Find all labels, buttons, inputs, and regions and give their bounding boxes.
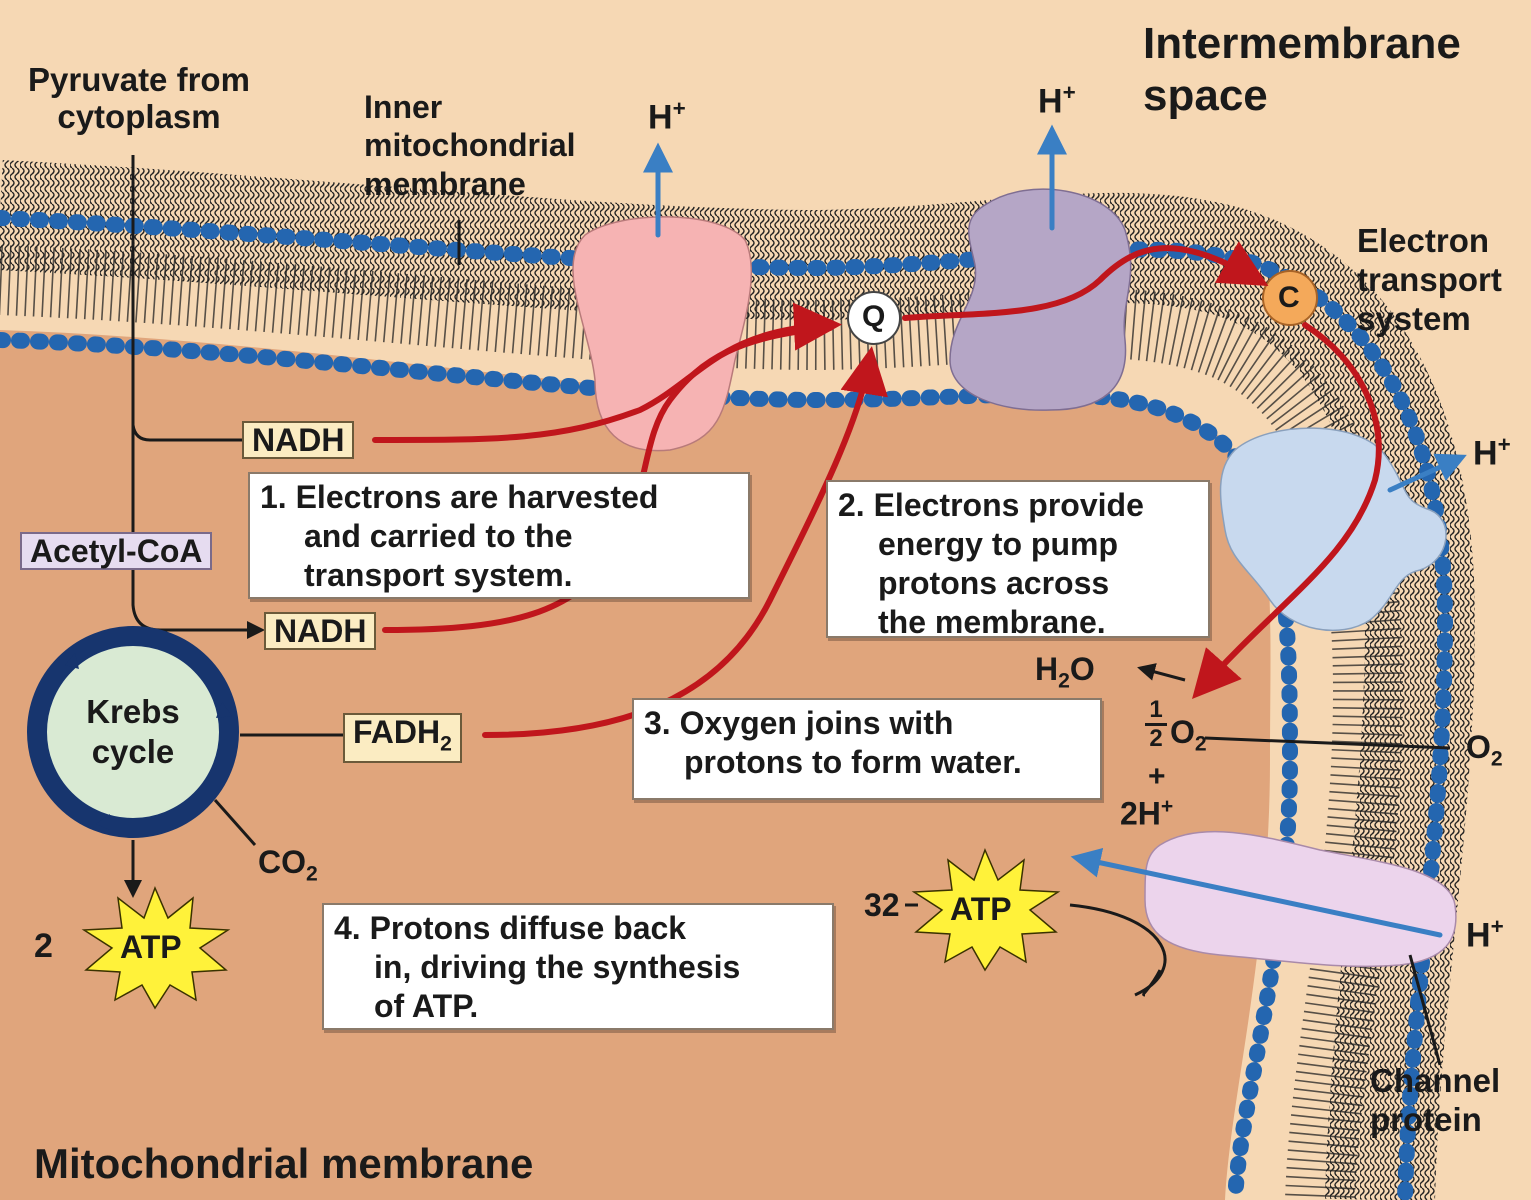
- h-plus-complex-three: H+: [1038, 80, 1076, 120]
- co2-sub: 2: [306, 862, 318, 885]
- fadh2-main: FADH: [353, 714, 440, 750]
- step-4-line-3: of ATP.: [334, 987, 822, 1026]
- krebs-cycle-label: Krebs cycle: [62, 692, 204, 773]
- h2o-sub: 2: [1058, 669, 1070, 692]
- acetyl-coa-tag: Acetyl-CoA: [20, 532, 212, 570]
- o2-main: O: [1466, 729, 1491, 765]
- h-plus-3-sign: +: [1498, 432, 1511, 457]
- inner-membrane-line-1: Inner: [364, 88, 576, 126]
- h-plus-4-sign: +: [1491, 914, 1504, 939]
- electron-transport-line-1: Electron: [1357, 222, 1502, 261]
- two-h-sign: +: [1161, 795, 1173, 818]
- reaction-plus: +: [1148, 760, 1166, 794]
- intermembrane-line-1: Intermembrane: [1143, 18, 1461, 70]
- two-h-main: 2H: [1120, 796, 1161, 832]
- h-plus-1-sign: +: [673, 96, 686, 121]
- q-carrier-label: Q: [862, 300, 885, 334]
- half-o2-main: O: [1170, 714, 1195, 750]
- step-2-line-1: 2. Electrons provide: [838, 486, 1198, 525]
- h2o-label: H2O: [1035, 652, 1095, 693]
- inner-membrane-line-3: membrane: [364, 165, 576, 203]
- half-o2: O2: [1170, 715, 1207, 756]
- h-plus-1-h: H: [648, 98, 673, 136]
- step-3-line-1: 3. Oxygen joins with: [644, 704, 1090, 743]
- electron-transport-line-2: transport: [1357, 261, 1502, 300]
- nadh-tag-upper: NADH: [242, 421, 354, 459]
- fadh2-sub: 2: [440, 732, 452, 755]
- h-plus-2-sign: +: [1063, 80, 1076, 105]
- pyruvate-line-1: Pyruvate from: [28, 62, 250, 99]
- cytochrome-c-label: C: [1278, 281, 1300, 315]
- inner-membrane-label: Inner mitochondrial membrane: [364, 88, 576, 203]
- step-3-box: 3. Oxygen joins with protons to form wat…: [632, 698, 1102, 800]
- step-1-line-1: 1. Electrons are harvested: [260, 478, 738, 517]
- step-3-line-2: protons to form water.: [644, 743, 1090, 782]
- h-plus-4-h: H: [1466, 916, 1491, 954]
- intermembrane-line-2: space: [1143, 70, 1461, 122]
- half-fraction: 1 2: [1143, 698, 1169, 751]
- h-plus-3-h: H: [1473, 434, 1498, 472]
- mitochondrial-membrane-label: Mitochondrial membrane: [34, 1140, 533, 1187]
- step-4-line-1: 4. Protons diffuse back: [334, 909, 822, 948]
- atp-count-large: 32: [864, 888, 900, 924]
- atp-label-small: ATP: [120, 930, 182, 966]
- krebs-line-1: Krebs: [62, 692, 204, 732]
- h-plus-complex-four: H+: [1473, 432, 1511, 472]
- pyruvate-line-2: cytoplasm: [28, 99, 250, 136]
- nadh-tag-lower: NADH: [264, 612, 376, 650]
- electron-transport-line-3: system: [1357, 300, 1502, 339]
- half-o2-sub: 2: [1195, 732, 1207, 755]
- step-4-line-2: in, driving the synthesis: [334, 948, 822, 987]
- atp-count-small: 2: [34, 927, 53, 965]
- step-4-box: 4. Protons diffuse back in, driving the …: [322, 903, 834, 1030]
- atp-label-large: ATP: [950, 892, 1012, 928]
- co2-main: CO: [258, 844, 306, 880]
- h2o-h: H: [1035, 651, 1058, 687]
- co2-label: CO2: [258, 845, 318, 886]
- step-1-line-3: transport system.: [260, 556, 738, 595]
- h-plus-2-h: H: [1038, 82, 1063, 120]
- channel-protein-label: Channel protein: [1370, 1062, 1500, 1140]
- h-plus-complex-one: H+: [648, 96, 686, 136]
- two-h-plus: 2H+: [1120, 795, 1173, 832]
- half-denominator: 2: [1143, 727, 1169, 751]
- o2-label: O2: [1466, 730, 1503, 771]
- step-2-box: 2. Electrons provide energy to pump prot…: [826, 480, 1210, 638]
- intermembrane-space-label: Intermembrane space: [1143, 18, 1461, 122]
- step-2-line-4: the membrane.: [838, 603, 1198, 642]
- h-plus-channel: H+: [1466, 914, 1504, 954]
- step-1-box: 1. Electrons are harvested and carried t…: [248, 472, 750, 599]
- inner-membrane-line-2: mitochondrial: [364, 126, 576, 164]
- fadh2-tag: FADH2: [343, 713, 462, 763]
- electron-transport-label: Electron transport system: [1357, 222, 1502, 339]
- complex-three: [950, 189, 1131, 410]
- step-2-line-2: energy to pump: [838, 525, 1198, 564]
- channel-protein-line-2: protein: [1370, 1101, 1500, 1140]
- half-numerator: 1: [1143, 698, 1169, 722]
- step-1-line-2: and carried to the: [260, 517, 738, 556]
- channel-protein-line-1: Channel: [1370, 1062, 1500, 1101]
- h2o-o: O: [1070, 651, 1095, 687]
- pyruvate-label: Pyruvate from cytoplasm: [28, 62, 250, 136]
- step-2-line-3: protons across: [838, 564, 1198, 603]
- o2-sub: 2: [1491, 747, 1503, 770]
- krebs-line-2: cycle: [62, 732, 204, 772]
